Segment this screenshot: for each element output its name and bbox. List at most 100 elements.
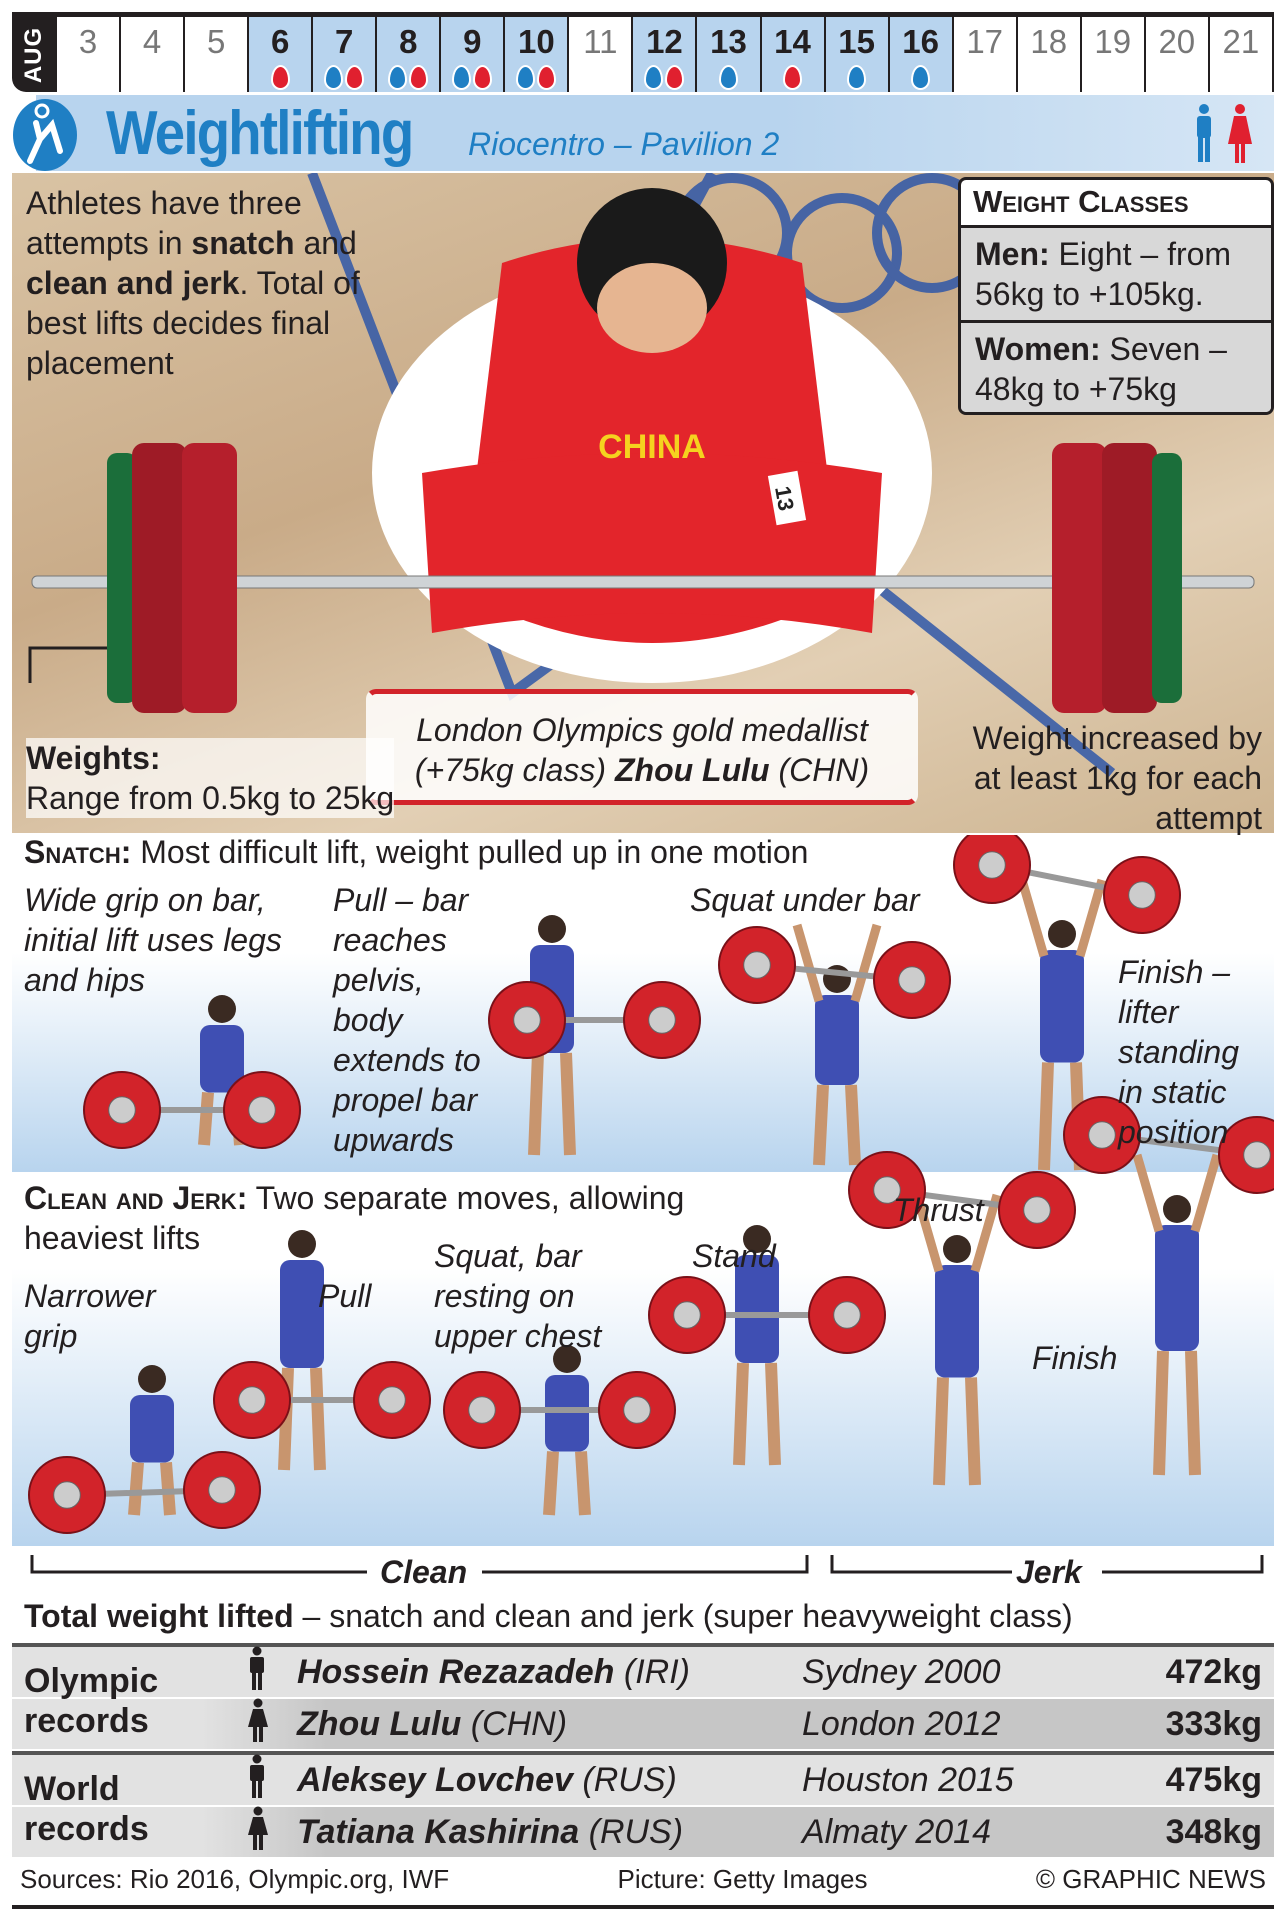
- lifter-head: [138, 1365, 166, 1393]
- men-women-icon: [1197, 104, 1252, 163]
- day-number: 10: [517, 23, 555, 60]
- clean-jerk-brackets: [30, 1555, 1264, 1574]
- copyright: © GRAPHIC NEWS: [1035, 1864, 1266, 1894]
- plate-hub: [743, 951, 771, 979]
- lifter-body: [130, 1395, 174, 1463]
- lifter-body: [1155, 1225, 1199, 1351]
- day-number: 6: [270, 23, 290, 60]
- day-number: 17: [966, 23, 1004, 60]
- cj-step-6: Finish: [1032, 1340, 1118, 1376]
- weight-classes-title: Weight Classes: [961, 180, 1271, 228]
- women-classes: Women: Seven – 48kg to +75kg: [961, 320, 1271, 412]
- men-event-icon: [911, 65, 931, 90]
- plate-hub: [208, 1476, 236, 1504]
- women-event-icon: [783, 65, 803, 90]
- record-venue: Almaty 2014: [802, 1812, 991, 1851]
- plate-hub: [648, 1006, 676, 1034]
- calendar-day: 16: [889, 17, 954, 92]
- woman-icon: [247, 1698, 297, 1750]
- calendar-day: 9: [441, 17, 506, 92]
- calendar-day: 4: [121, 17, 186, 92]
- lifter-legs: [933, 1377, 981, 1486]
- plate-hub: [108, 1096, 136, 1124]
- record-weight: 333kg: [1165, 1704, 1262, 1743]
- day-number: 16: [902, 23, 939, 60]
- lifter-head: [538, 915, 566, 943]
- lifter-body: [280, 1260, 324, 1368]
- plate-hub: [873, 1176, 901, 1204]
- women-event-icon: [409, 65, 429, 90]
- day-number: 4: [142, 23, 162, 60]
- calendar-day: 10: [505, 17, 570, 92]
- woman-icon: [247, 1806, 297, 1858]
- plate-hub: [378, 1386, 406, 1414]
- snatch-heading: Snatch: Most difficult lift, weight pull…: [24, 834, 809, 870]
- plate-hub: [513, 1006, 541, 1034]
- lifter-arms: [792, 923, 882, 1003]
- plate-hub: [1243, 1141, 1271, 1169]
- men-event-icon: [516, 65, 536, 90]
- record-group-label: World records: [24, 1770, 149, 1848]
- plate-hub: [898, 966, 926, 994]
- plate-hub: [1023, 1196, 1051, 1224]
- lifter-legs: [733, 1362, 781, 1466]
- lifter-legs: [528, 1052, 576, 1156]
- lifter-head: [743, 1225, 771, 1253]
- men-event-icon: [452, 65, 472, 90]
- calendar-day: 12: [633, 17, 698, 92]
- bib-number: 13: [770, 484, 799, 512]
- men-event-icon: [324, 65, 344, 90]
- cj-step-2: Pull: [318, 1278, 372, 1314]
- plate-hub: [248, 1096, 276, 1124]
- calendar-day: 15: [825, 17, 890, 92]
- venue: Riocentro – Pavilion 2: [468, 126, 780, 162]
- calendar-day: 8: [377, 17, 442, 92]
- lifter-head: [208, 995, 236, 1023]
- month-label: AUG: [12, 17, 57, 92]
- record-weight: 475kg: [1165, 1760, 1262, 1799]
- women-event-icon: [473, 65, 493, 90]
- men-event-icon: [388, 65, 408, 90]
- sources: Sources: Rio 2016, Olympic.org, IWF: [20, 1864, 450, 1894]
- lifter-body: [735, 1255, 779, 1363]
- lifter-body: [200, 1025, 244, 1093]
- cj-step-3: Squat, bar resting on upper chest: [434, 1238, 602, 1354]
- lifter-legs: [1153, 1350, 1201, 1476]
- day-number: 5: [206, 23, 226, 60]
- lifter-arms: [1132, 1153, 1222, 1233]
- lifter-legs: [278, 1367, 326, 1471]
- day-number: 11: [583, 23, 618, 60]
- plate-hub: [673, 1301, 701, 1329]
- lifter-body: [545, 1375, 589, 1452]
- calendar-day: 20: [1146, 17, 1210, 92]
- jerk-label: Jerk: [1016, 1554, 1082, 1590]
- snatch-step-2: Pull – bar reaches pelvis, body extends …: [333, 882, 481, 1158]
- weights-note: Weights: Range from 0.5kg to 25kg: [26, 738, 395, 818]
- record-weight: 348kg: [1165, 1812, 1262, 1851]
- title-band: [36, 95, 1274, 171]
- calendar-day: 6: [249, 17, 314, 92]
- plate-hub: [238, 1386, 266, 1414]
- plate-hub: [833, 1301, 861, 1329]
- picture-credit: Picture: Getty Images: [617, 1864, 868, 1894]
- calendar-day: 14: [761, 17, 826, 92]
- record-venue: Houston 2015: [802, 1760, 1014, 1799]
- plate-hub: [1088, 1121, 1116, 1149]
- day-number: 15: [838, 23, 875, 60]
- plate-hub: [53, 1481, 81, 1509]
- record-venue: Sydney 2000: [802, 1652, 1001, 1691]
- cj-step-5: Thrust: [893, 1192, 984, 1228]
- lifter-head: [288, 1230, 316, 1258]
- calendar-day: 18: [1018, 17, 1082, 92]
- lifter-legs: [543, 1451, 591, 1516]
- hero-photo: CHINA 13: [12, 173, 1274, 833]
- day-number: 12: [646, 23, 683, 60]
